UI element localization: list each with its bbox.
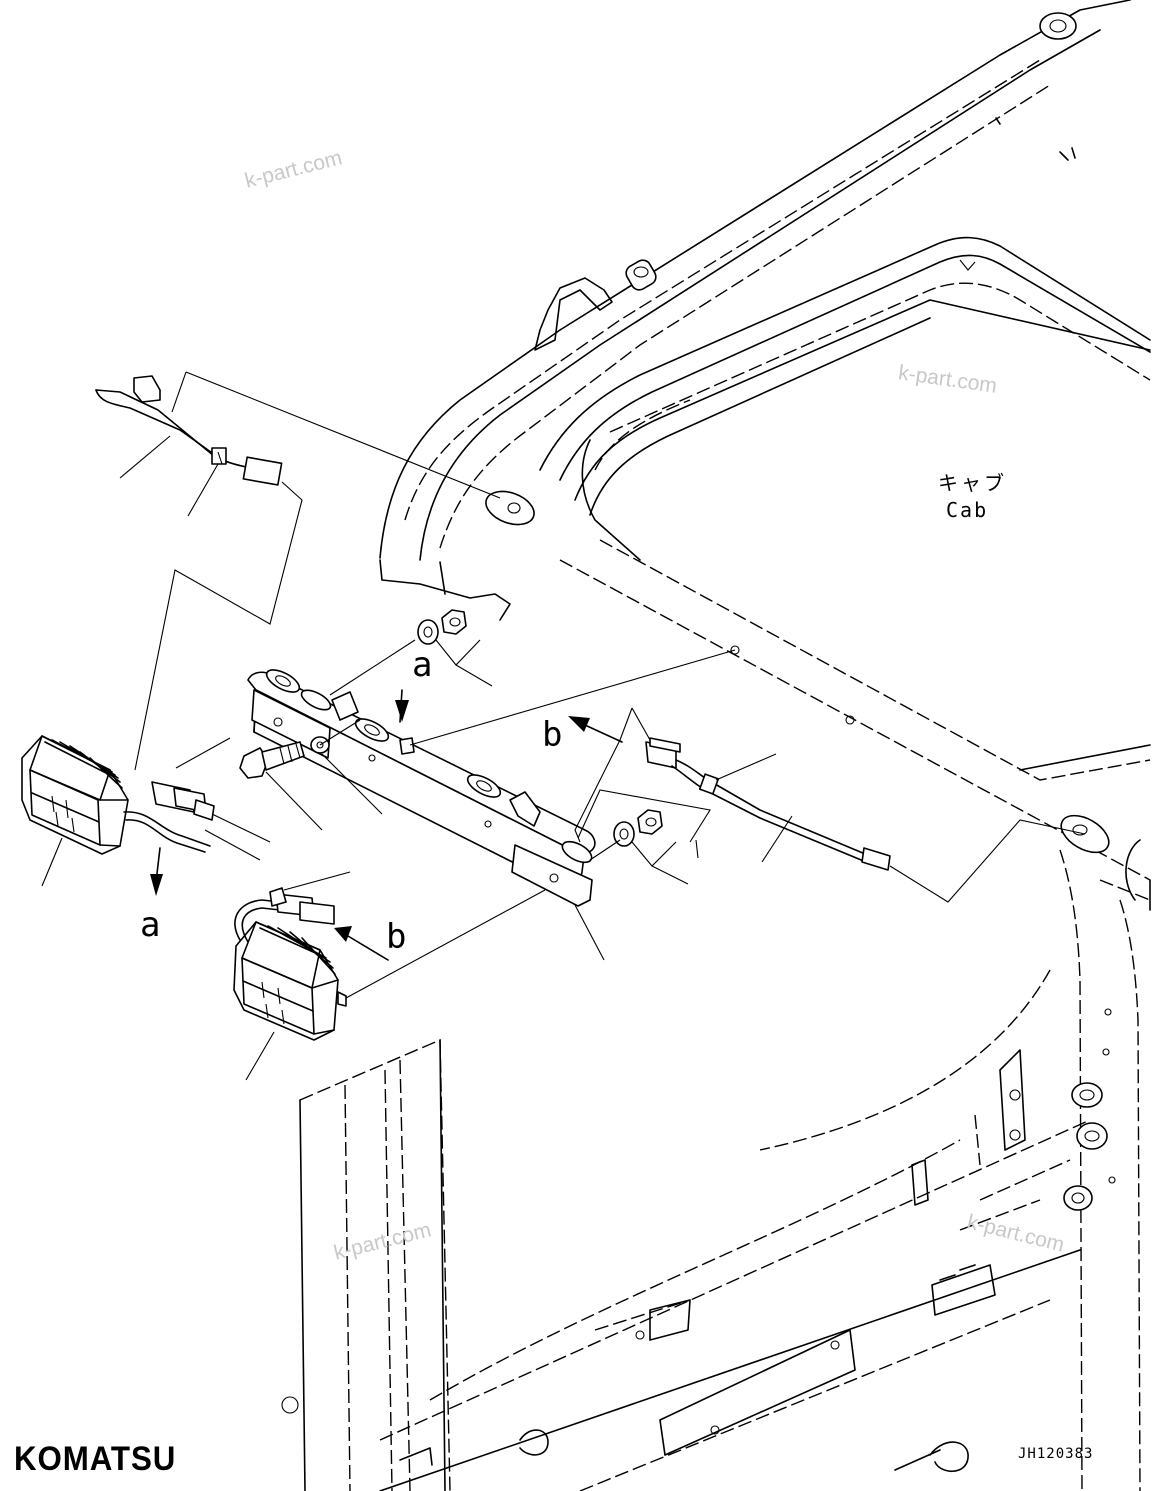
work-lamp-left bbox=[21, 735, 271, 887]
washer bbox=[417, 619, 439, 645]
drawing-code: JH120383 bbox=[1018, 1446, 1094, 1462]
cab-outline bbox=[379, 0, 1151, 1491]
pillar-bushing bbox=[1063, 1185, 1093, 1211]
harness-top bbox=[95, 371, 501, 771]
cab-label-jp: キャブ bbox=[938, 471, 1007, 495]
bolt bbox=[239, 747, 269, 779]
harness-right bbox=[574, 707, 1086, 903]
lamp-bracket bbox=[247, 669, 605, 961]
work-lamp-front bbox=[233, 871, 546, 1081]
nut bbox=[441, 609, 467, 635]
cab-label-en: Cab bbox=[946, 498, 989, 522]
callout-b-label: b bbox=[386, 917, 407, 957]
callout-a-label: a bbox=[412, 645, 433, 685]
callout-b-label: b bbox=[542, 715, 563, 755]
washer bbox=[613, 821, 635, 847]
roof-boss bbox=[1039, 12, 1077, 40]
cab-lower-body bbox=[281, 969, 1116, 1491]
nut bbox=[637, 809, 663, 835]
komatsu-logo: KOMATSU bbox=[14, 1440, 177, 1478]
pillar-bushing bbox=[1076, 1122, 1108, 1150]
roof-mount-boss bbox=[485, 490, 535, 526]
callout-a-label: a bbox=[140, 905, 161, 945]
pillar-bushing bbox=[1071, 1082, 1103, 1108]
fasteners-top bbox=[239, 609, 736, 885]
callout-arrows bbox=[150, 689, 623, 961]
